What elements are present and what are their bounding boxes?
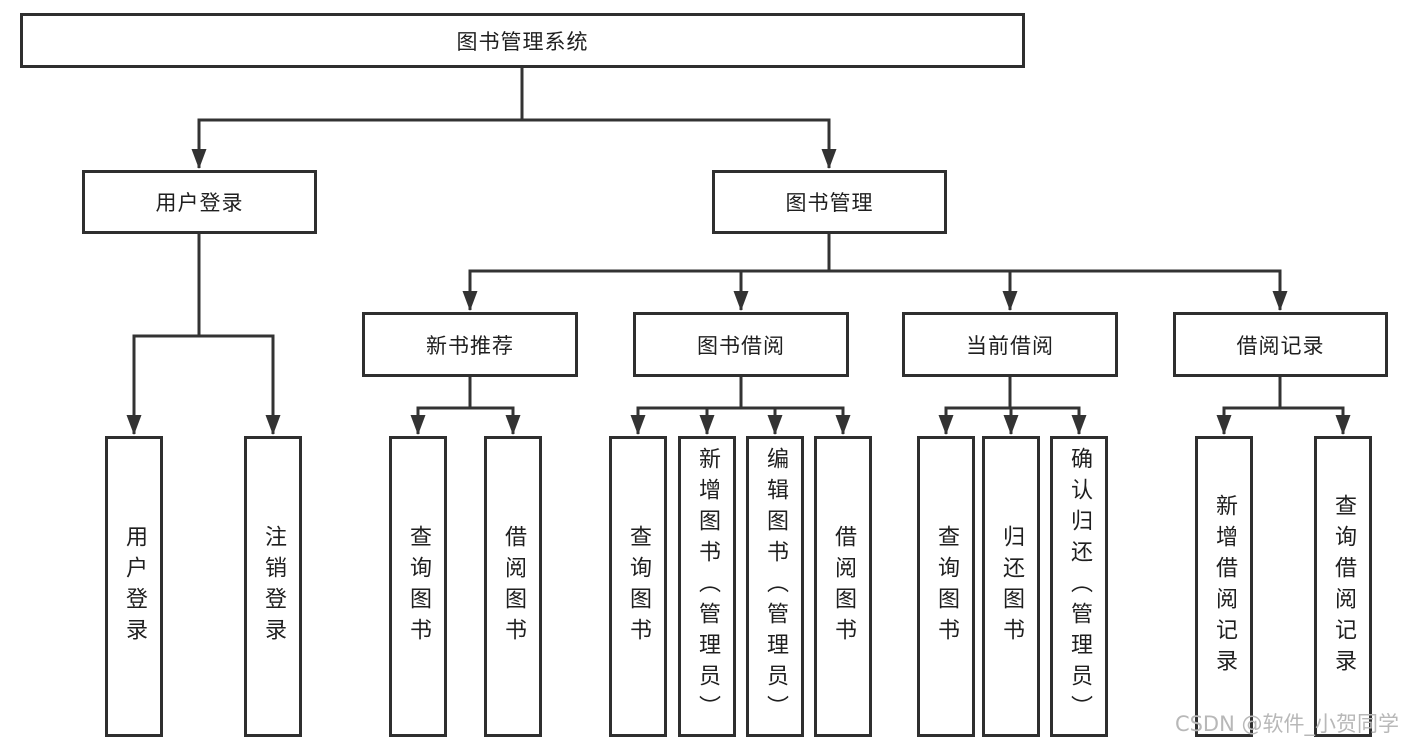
node-user-login: 用户登录: [82, 170, 317, 234]
leaf-return-books: 归还图书: [982, 436, 1040, 737]
leaf-query-borrow-record: 查询借阅记录: [1314, 436, 1372, 737]
node-book-borrowing: 图书借阅: [633, 312, 849, 377]
node-book-management: 图书管理: [712, 170, 947, 234]
leaf-edit-books-admin: 编辑图书（管理员）: [746, 436, 804, 737]
node-new-book-recommendation: 新书推荐: [362, 312, 578, 377]
leaf-query-books: 查询图书: [389, 436, 447, 737]
leaf-query-books: 查询图书: [917, 436, 975, 737]
leaf-borrow-books: 借阅图书: [484, 436, 542, 737]
node-current-borrowing: 当前借阅: [902, 312, 1118, 377]
leaf-query-books: 查询图书: [609, 436, 667, 737]
watermark: CSDN @软件_小贺同学: [1174, 712, 1399, 736]
leaf-borrow-books: 借阅图书: [814, 436, 872, 737]
node-borrowing-records: 借阅记录: [1173, 312, 1388, 377]
leaf-confirm-return-admin: 确认归还（管理员）: [1050, 436, 1108, 737]
node-library-system: 图书管理系统: [20, 13, 1025, 68]
leaf-logout: 注销登录: [244, 436, 302, 737]
leaf-add-borrow-record: 新增借阅记录: [1195, 436, 1253, 737]
leaf-user-login: 用户登录: [105, 436, 163, 737]
leaf-add-books-admin: 新增图书（管理员）: [678, 436, 736, 737]
